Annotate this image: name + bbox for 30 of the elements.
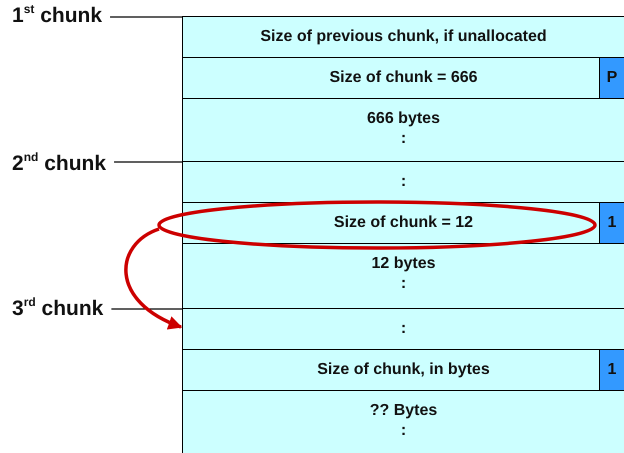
memory-row — [182, 349, 624, 391]
memory-row — [182, 57, 624, 99]
field-text: Size of chunk = 666 — [329, 68, 478, 88]
memory-row — [182, 390, 624, 453]
chunk-label: 2$^{nd}$ chunk — [12, 150, 106, 176]
continuation-dots: : — [400, 421, 406, 441]
leader-line — [110, 16, 182, 18]
field-text: Size of chunk = 12 — [334, 213, 474, 233]
field-text: : — [400, 319, 406, 339]
flag-bit: P — [599, 58, 624, 98]
flag-bit: 1 — [599, 203, 624, 243]
chunk-label: 3$^{rd}$ chunk — [12, 295, 104, 321]
chunk-label: 1$^{st}$ chunk — [12, 2, 102, 28]
field-text: Size of previous chunk, if unallocated — [260, 27, 547, 47]
curved-arrow — [124, 227, 182, 329]
field-text: 12 bytes — [371, 254, 436, 274]
memory-row — [182, 308, 624, 350]
field-text: : — [400, 172, 406, 192]
leader-line — [114, 161, 182, 163]
memory-row — [182, 98, 624, 162]
leader-line — [111, 308, 182, 310]
field-text: Size of chunk, in bytes — [317, 360, 490, 380]
memory-row — [182, 16, 624, 58]
continuation-dots: : — [400, 129, 406, 149]
field-text: ?? Bytes — [370, 401, 438, 421]
memory-row — [182, 243, 624, 309]
flag-bit: 1 — [599, 350, 624, 390]
field-text: 666 bytes — [367, 109, 440, 129]
continuation-dots: : — [400, 274, 406, 294]
memory-row — [182, 161, 624, 203]
